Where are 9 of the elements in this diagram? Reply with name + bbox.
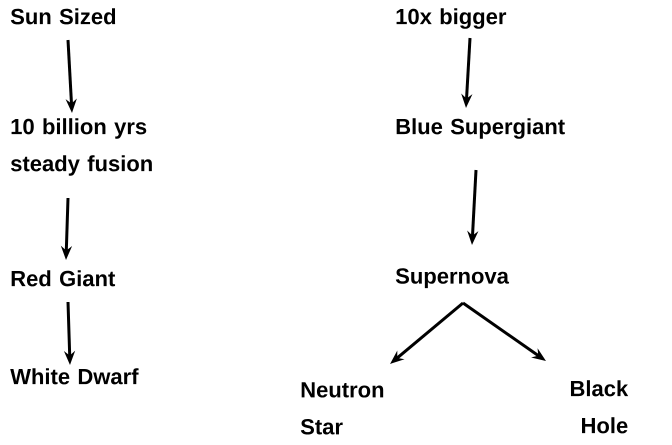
stage-label: Black Hole: [570, 380, 628, 434]
stage-label: Blue Supergiant: [396, 118, 565, 139]
stage-label: White Dwarf: [10, 368, 139, 384]
stage-label: Neutron Star: [300, 382, 384, 435]
stage-label: Sun Sized: [10, 8, 116, 24]
stage-label: Supernova: [396, 268, 510, 288]
stage-label: 10 billion yrs steady fusion: [10, 118, 152, 176]
stage-label: Red Giant: [12, 270, 116, 286]
stage-label: 10x bigger: [396, 8, 506, 29]
